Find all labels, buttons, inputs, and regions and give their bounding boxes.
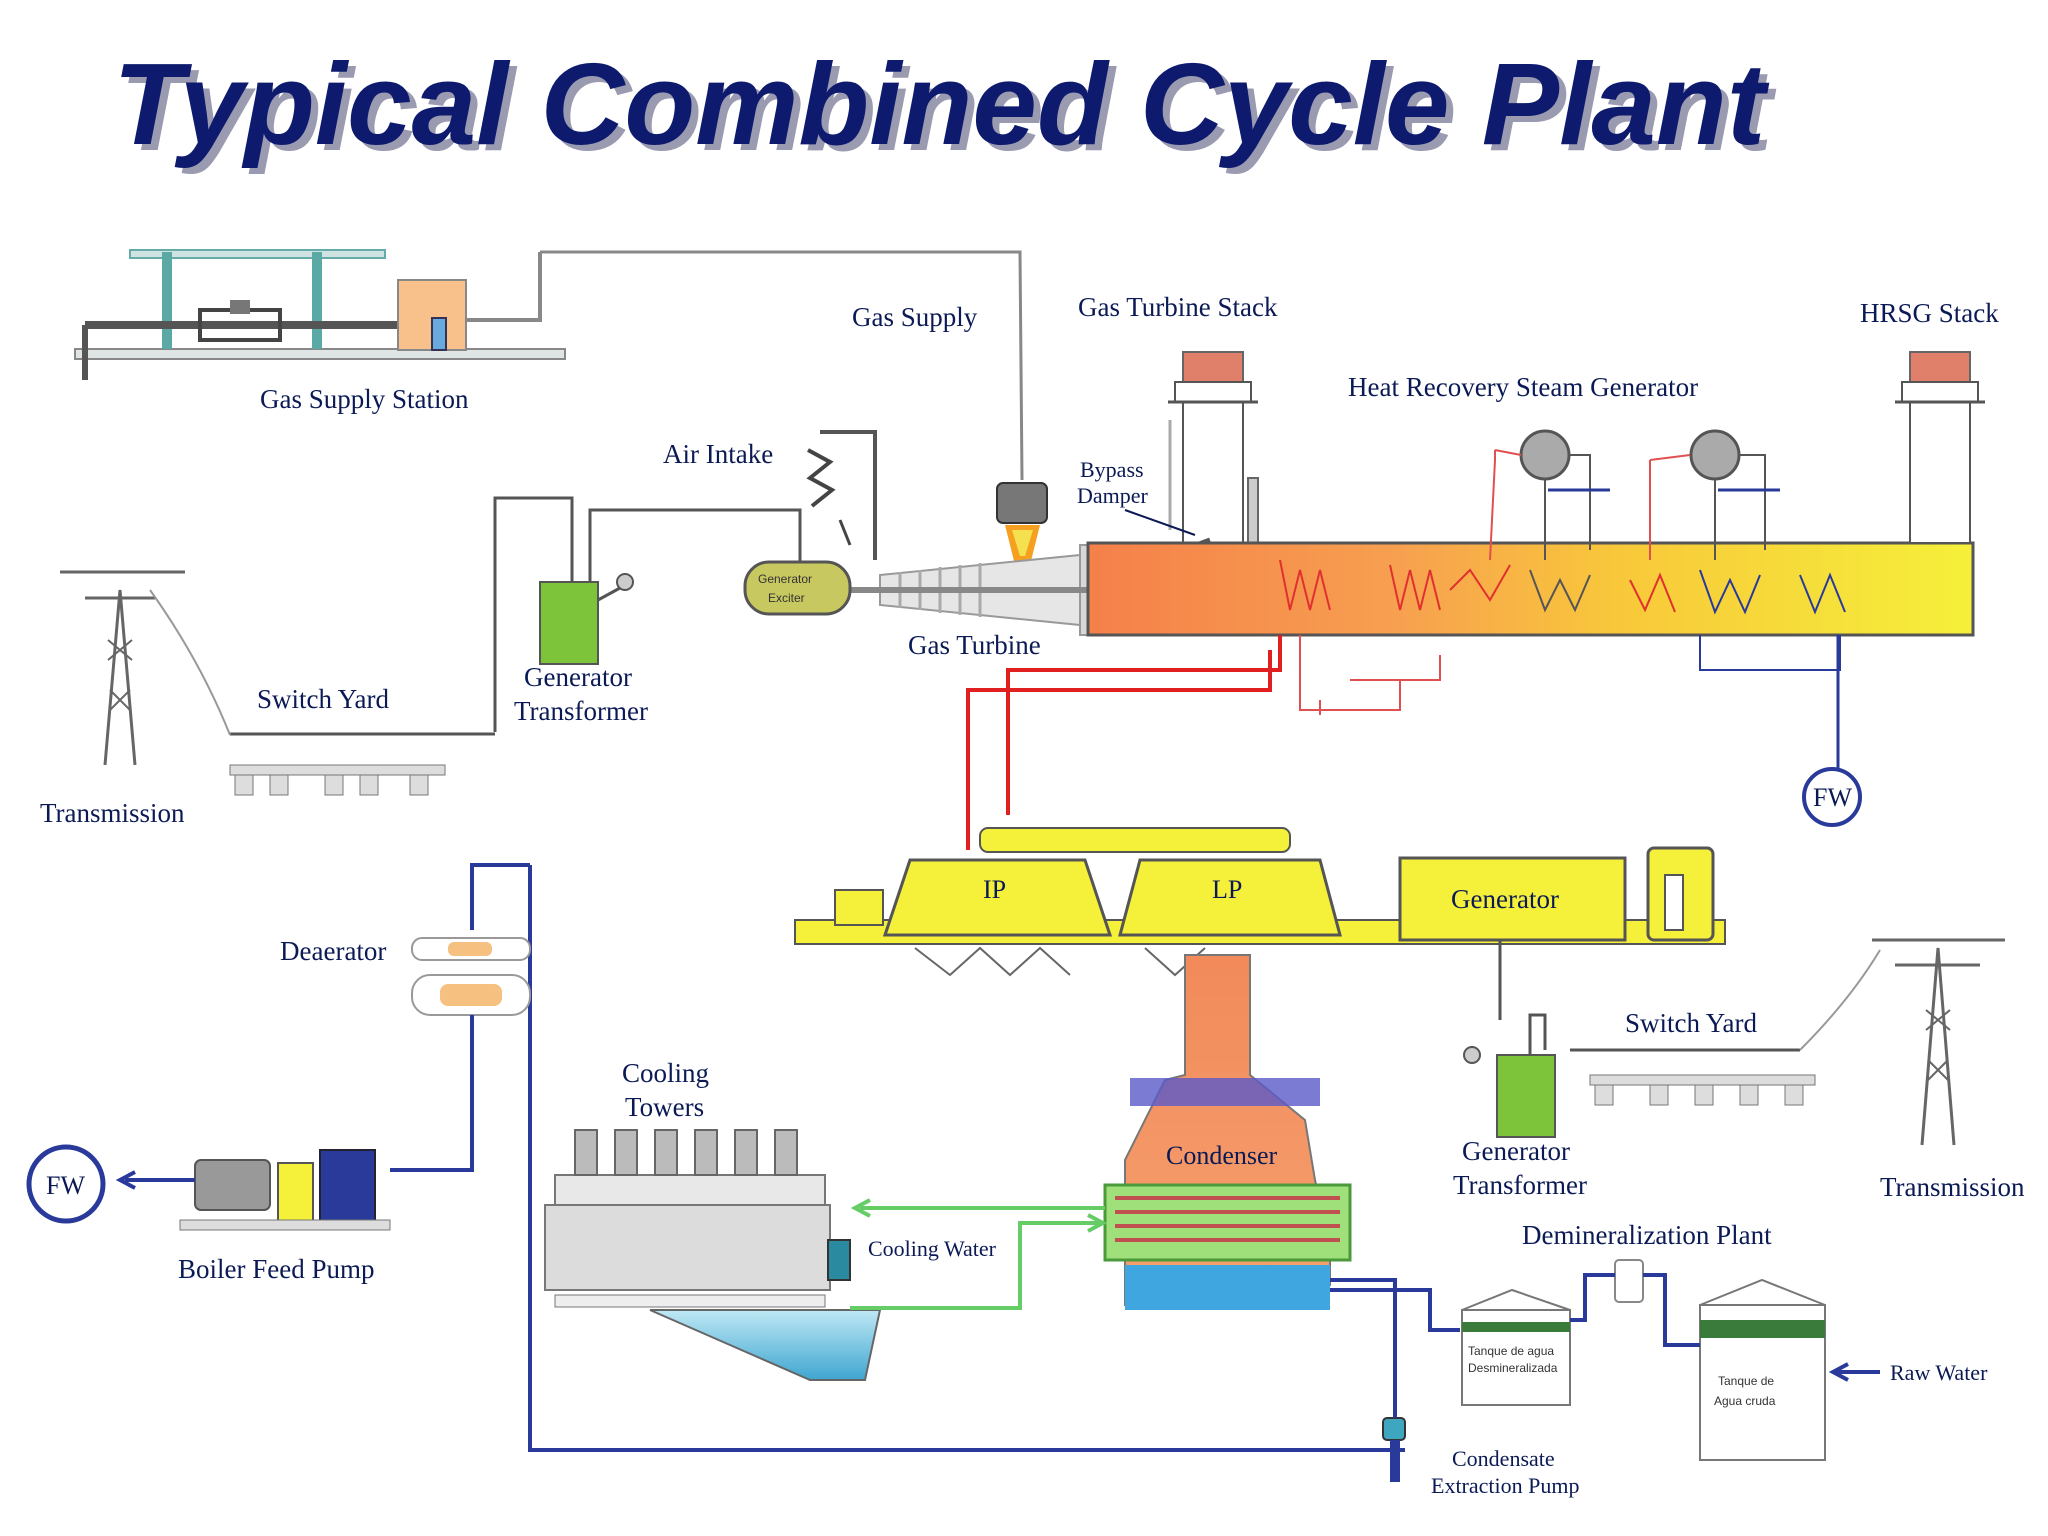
cooling-towers [544, 1129, 882, 1381]
boiler-feed-pump [179, 1149, 391, 1231]
deaerator-label: Deaerator [280, 936, 386, 966]
gas-turbine-generator: Generator Exciter [743, 560, 852, 616]
raw-water-label: Raw Water [1890, 1360, 1988, 1385]
lp-turbine: LP [1118, 858, 1342, 977]
gen-to-transformer-line-left [493, 496, 574, 732]
svg-text:Typical Combined Cycle Plant: Typical Combined Cycle Plant [120, 45, 1777, 175]
switch-yard-right-label: Switch Yard [1625, 1008, 1758, 1038]
lp-steam-drum [1649, 429, 1780, 560]
demineralization-unit [1614, 1259, 1644, 1303]
hrsg-duct [1086, 541, 1975, 637]
switch-yard-left-label: Switch Yard [257, 684, 390, 714]
transmission-right-label: Transmission [1880, 1172, 2025, 1202]
condensate-return-line [528, 865, 1405, 1452]
hrsg-label: Heat Recovery Steam Generator [1348, 372, 1698, 402]
bypass-damper-label-1: Bypass [1080, 457, 1144, 482]
deaerator [411, 937, 531, 1016]
gas-turbine-label: Gas Turbine [908, 630, 1041, 660]
gas-supply-label: Gas Supply [852, 302, 978, 332]
transmission-tower-right [1799, 938, 2005, 1146]
svg-text:Agua cruda: Agua cruda [1714, 1394, 1776, 1408]
fw-right: FW [1802, 767, 1862, 827]
air-intake-label: Air Intake [663, 439, 773, 469]
svg-text:FW: FW [46, 1171, 85, 1200]
steam-lines [966, 635, 1841, 850]
condenser: Condenser [1103, 954, 1352, 1310]
svg-text:IP: IP [983, 875, 1006, 904]
gas-supply-pipe [540, 250, 1024, 481]
bypass-damper-pointer [1124, 509, 1196, 536]
cooling-water-label: Cooling Water [868, 1236, 997, 1261]
ip-turbine: IP [882, 858, 1113, 977]
gas-supply-station [74, 249, 566, 380]
svg-text:Condenser: Condenser [1166, 1141, 1278, 1170]
svg-text:Generator: Generator [758, 572, 812, 586]
cooling-water-lines [850, 1198, 1108, 1310]
svg-text:LP: LP [1212, 875, 1242, 904]
svg-text:Tanque de agua: Tanque de agua [1468, 1344, 1554, 1358]
gen-transformer-right-label-1: Generator [1462, 1136, 1570, 1166]
svg-text:Tanque de: Tanque de [1718, 1374, 1774, 1388]
cooling-towers-label-2: Towers [625, 1092, 704, 1122]
page-title: Typical Combined Cycle Plant Typical Com… [113, 39, 1777, 175]
gen-transformer-right-label-2: Transformer [1453, 1170, 1587, 1200]
demineralization-plant-label: Demineralization Plant [1522, 1220, 1772, 1250]
gas-supply-station-label: Gas Supply Station [260, 384, 469, 414]
fw-left: FW [26, 1144, 106, 1224]
air-intake [806, 430, 877, 560]
generator-transformer-right [1463, 1013, 1556, 1138]
raw-water-tank: Tanque de Agua cruda [1699, 1278, 1826, 1461]
boiler-feed-pump-label: Boiler Feed Pump [178, 1254, 375, 1284]
svg-text:Exciter: Exciter [768, 591, 805, 605]
combustor [996, 482, 1048, 565]
svg-text:Desmineralizada: Desmineralizada [1468, 1361, 1558, 1375]
gen-transformer-left-label-1: Generator [524, 662, 632, 692]
hrsg-stack-label: HRSG Stack [1860, 298, 1999, 328]
gas-turbine-stack [1168, 351, 1258, 553]
svg-text:Typical Combined Cycle Plant: Typical Combined Cycle Plant [113, 39, 1770, 169]
generator-transformer-left [539, 573, 634, 665]
condensate-pump-label-2: Extraction Pump [1431, 1473, 1579, 1498]
demineralized-water-tank: Tanque de agua Desmineralizada [1461, 1288, 1571, 1406]
switch-yard-left [229, 732, 495, 796]
transmission-tower-left [60, 570, 231, 766]
gen-transformer-left-label-2: Transformer [514, 696, 648, 726]
svg-text:Generator: Generator [1451, 884, 1559, 914]
transmission-left-label: Transmission [40, 798, 185, 828]
bypass-damper-label-2: Damper [1077, 483, 1149, 508]
gas-turbine-stack-label: Gas Turbine Stack [1078, 292, 1278, 322]
condensate-pump-label-1: Condensate [1452, 1446, 1555, 1471]
switch-yard-right [1570, 1048, 1816, 1106]
hp-steam-drum [1489, 429, 1610, 561]
steam-turbine-generator: Generator [1398, 846, 1715, 942]
cooling-towers-label-1: Cooling [622, 1058, 709, 1088]
hrsg-stack [1895, 351, 1985, 544]
svg-text:FW: FW [1813, 783, 1852, 812]
